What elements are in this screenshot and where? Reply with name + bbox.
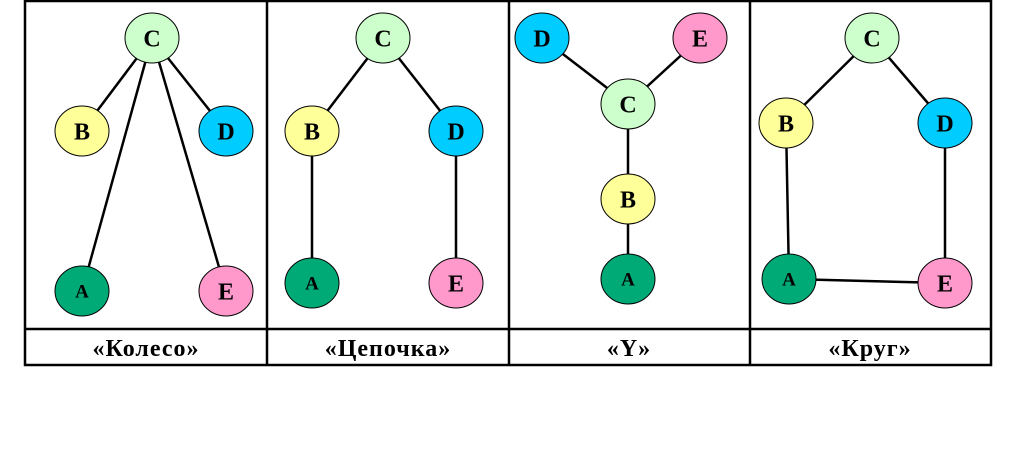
node-a: A <box>761 253 817 305</box>
node-circle <box>761 253 817 305</box>
panel-edges <box>784 37 947 285</box>
edge-c-a <box>80 37 154 292</box>
panel-y: D E C B A «Y» <box>514 12 728 362</box>
node-e: E <box>428 257 484 309</box>
node-label: D <box>533 26 550 52</box>
node-c: C <box>355 12 411 64</box>
node-label: B <box>778 111 794 137</box>
node-circle <box>355 12 411 64</box>
node-e: E <box>672 12 728 64</box>
panel-chain: C B D A E «Цепочка» <box>284 12 484 362</box>
node-b: B <box>284 105 340 157</box>
node-d: D <box>198 105 254 157</box>
node-label: B <box>620 187 636 213</box>
node-circle <box>600 78 656 130</box>
node-label: A <box>621 270 635 291</box>
node-circle <box>672 12 728 64</box>
node-circle <box>600 173 656 225</box>
node-circle <box>428 257 484 309</box>
node-label: A <box>782 270 796 291</box>
edge-c-e <box>150 37 228 292</box>
node-e: E <box>198 265 254 317</box>
panel-nodes: C B D A E <box>758 12 973 309</box>
panel-nodes: D E C B A <box>514 12 728 305</box>
node-circle <box>428 105 484 157</box>
table-grid <box>23 0 993 367</box>
node-b: B <box>600 173 656 225</box>
panel-caption: «Y» <box>607 336 651 362</box>
node-label: E <box>937 271 953 297</box>
node-label: E <box>448 271 464 297</box>
panel-caption: «Круг» <box>828 336 911 362</box>
node-label: B <box>304 119 320 145</box>
panel-edges <box>541 37 701 279</box>
node-c: C <box>124 12 180 64</box>
node-circle <box>284 257 340 309</box>
edge-b-a <box>784 122 791 280</box>
node-b: B <box>758 97 814 149</box>
node-label: C <box>374 26 391 52</box>
panel-nodes: C B D A E <box>54 12 254 317</box>
node-a: A <box>54 265 110 317</box>
node-circle <box>514 12 570 64</box>
panel-edges <box>80 37 228 292</box>
node-circle <box>54 265 110 317</box>
node-circle <box>917 97 973 149</box>
node-label: C <box>619 92 636 118</box>
node-b: B <box>54 105 110 157</box>
node-circle <box>54 105 110 157</box>
node-label: A <box>305 274 319 295</box>
node-d: D <box>428 105 484 157</box>
node-label: E <box>218 279 234 305</box>
node-label: D <box>936 111 953 137</box>
node-label: B <box>74 119 90 145</box>
node-label: C <box>143 26 160 52</box>
node-circle <box>600 253 656 305</box>
node-c: C <box>844 12 900 64</box>
node-label: A <box>75 282 89 303</box>
panel-caption: «Колесо» <box>93 336 200 362</box>
node-circle <box>844 12 900 64</box>
panel-caption: «Цепочка» <box>325 336 452 362</box>
node-label: E <box>692 26 708 52</box>
node-d: D <box>917 97 973 149</box>
node-c: C <box>600 78 656 130</box>
node-circle <box>124 12 180 64</box>
node-label: D <box>217 119 234 145</box>
node-circle <box>758 97 814 149</box>
panel-nodes: C B D A E <box>284 12 484 309</box>
node-label: D <box>447 119 464 145</box>
node-a: A <box>284 257 340 309</box>
node-d: D <box>514 12 570 64</box>
node-e: E <box>917 257 973 309</box>
node-circle <box>198 265 254 317</box>
panel-wheel: C B D A E «Колесо» <box>54 12 254 362</box>
node-a: A <box>600 253 656 305</box>
panel-circle: C B D A E «Круг» <box>758 12 973 362</box>
node-circle <box>198 105 254 157</box>
node-circle <box>917 257 973 309</box>
panel-edges <box>310 37 458 283</box>
node-label: C <box>863 26 880 52</box>
node-circle <box>284 105 340 157</box>
